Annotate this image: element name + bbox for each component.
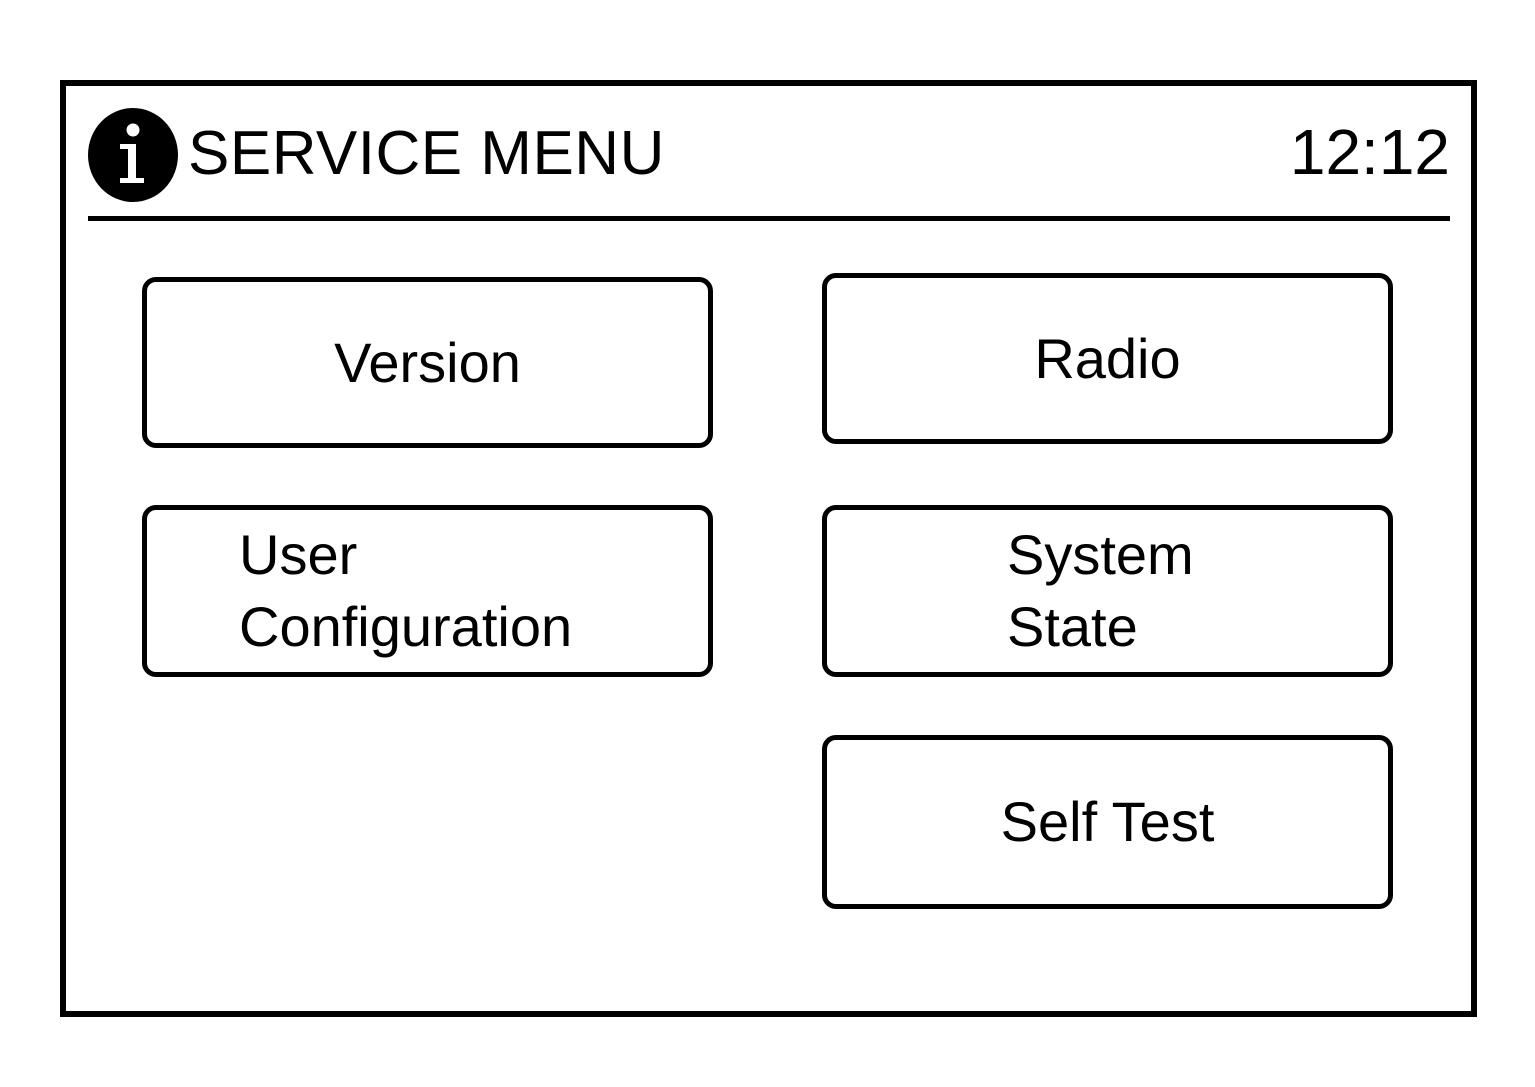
- info-icon: [88, 108, 178, 202]
- menu-button-radio[interactable]: Radio: [822, 273, 1393, 444]
- header: SERVICE MENU 12:12: [88, 102, 1450, 222]
- menu-button-label: Self Test: [1000, 790, 1215, 853]
- page-title: SERVICE MENU: [188, 119, 665, 188]
- menu-button-label: System State: [1007, 523, 1194, 658]
- clock-display: 12:12: [1289, 116, 1450, 188]
- menu-button-version[interactable]: Version: [142, 277, 713, 448]
- menu-button-label: Version: [334, 330, 521, 394]
- header-divider: [88, 216, 1450, 221]
- menu-button-user-configuration[interactable]: User Configuration: [142, 505, 713, 677]
- menu-button-self-test[interactable]: Self Test: [822, 735, 1393, 909]
- menu-button-label: Radio: [1034, 326, 1181, 390]
- service-menu-screen: SERVICE MENU 12:12 Version User Configur…: [60, 80, 1477, 1017]
- menu-button-label: User Configuration: [239, 523, 573, 658]
- menu-button-system-state[interactable]: System State: [822, 505, 1393, 677]
- menu-grid: Version User Configuration Radio System …: [66, 86, 1471, 1011]
